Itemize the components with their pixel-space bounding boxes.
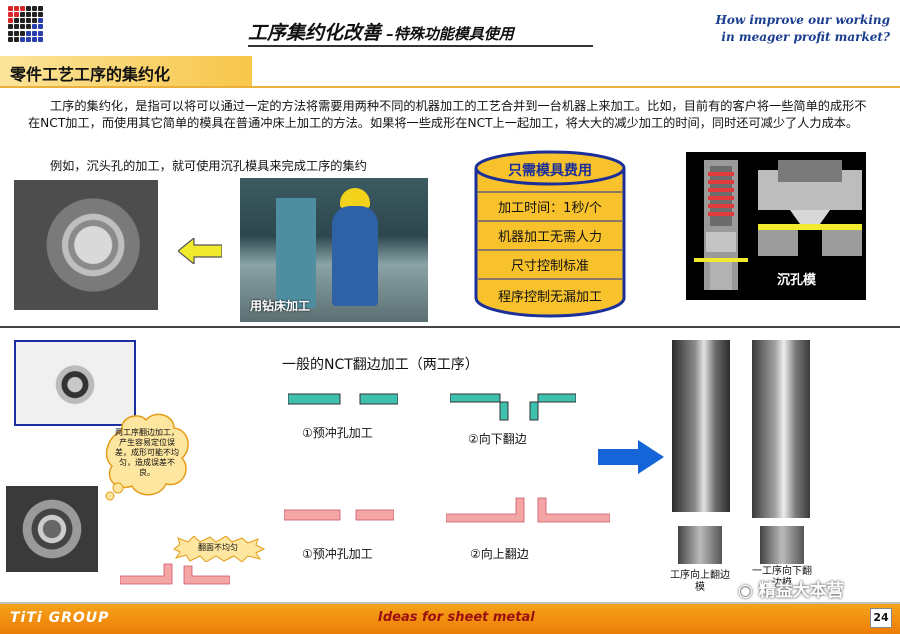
logo-cell: [20, 18, 25, 24]
cylinder-item: 程序控制无漏加工: [497, 290, 602, 305]
step-top-flange-down: ②向下翻边: [468, 432, 527, 446]
flange-down-profile: [450, 393, 576, 421]
worker-helmet: [340, 188, 370, 208]
logo-cell: [20, 6, 25, 11]
english-tagline-line1: How improve our working: [715, 13, 890, 27]
logo-cell: [26, 18, 31, 24]
wechat-icon: ◉: [738, 581, 753, 601]
cylinder-heading: 只需模具费用: [508, 163, 592, 179]
logo-cell: [38, 24, 43, 30]
page-title-main: 工序集约化改善: [248, 22, 382, 44]
logo-cell: [8, 24, 13, 30]
logo-cell: [20, 30, 25, 36]
logo-cell: [14, 36, 19, 42]
prepunch-profile-top: [288, 393, 398, 405]
logo-cell: [32, 36, 37, 42]
logo-cell: [8, 36, 13, 42]
logo-cell: [26, 30, 31, 36]
logo-cell: [38, 30, 43, 36]
flange-up-tool: [672, 340, 730, 512]
logo-cell: [38, 18, 43, 24]
mold-caption: 沉孔模: [776, 273, 816, 288]
logo-cell: [14, 24, 19, 30]
flange-up-profile: [446, 497, 610, 523]
section-heading: 零件工艺工序的集约化: [0, 56, 252, 88]
logo-cell: [38, 6, 43, 11]
intro-paragraph: 工序的集约化，是指可以将可以通过一定的方法将需要用两种不同的机器加工的工艺合并到…: [28, 99, 867, 130]
watermark: ◉ 精益大本营: [738, 576, 844, 601]
logo-cell: [14, 30, 19, 36]
cloud-shape: [105, 413, 189, 501]
logo-cell: [38, 12, 43, 18]
english-tagline-line2: in meager profit market?: [721, 30, 890, 44]
uneven-flange-photo: [6, 486, 98, 572]
logo-cell: [20, 36, 25, 42]
cost-cylinder: 只需模具费用 加工时间：1秒/个 机器加工无需人力 尺寸控制标准 程序控制无漏加…: [472, 150, 628, 318]
mold-drawing: [694, 160, 862, 290]
tool-label-left: 工序向上翻边模: [670, 570, 730, 593]
logo-cell: [14, 12, 19, 18]
footer-slogan: Ideas for sheet metal: [378, 610, 535, 625]
logo-cell: [32, 24, 37, 30]
logo-cell: [32, 30, 37, 36]
burst-shape: [173, 536, 266, 562]
logo-cell: [26, 24, 31, 30]
burst-text: 翻面不均匀: [198, 543, 238, 552]
cloud-text: 两工序翻边加工，产生容易定位误差，成形可能不均匀，造成误差不良。: [115, 428, 179, 477]
warning-burst: 翻面不均匀: [170, 536, 266, 562]
step-bottom-prepunch: ①预冲孔加工: [302, 547, 373, 561]
logo-cell: [26, 12, 31, 18]
countersunk-hole-photo: [14, 180, 158, 310]
english-tagline: How improve our working in meager profit…: [716, 12, 890, 46]
watermark-text: 精益大本营: [758, 581, 844, 601]
section-divider: [0, 86, 900, 88]
nct-process-title: 一般的NCT翻边加工（两工序）: [282, 357, 479, 373]
footer-brand: TiTi GROUP: [10, 610, 110, 626]
logo-cell: [8, 12, 13, 18]
example-text: 例如，沉头孔的加工，就可使用沉孔模具来完成工序的集约: [50, 159, 367, 173]
section-separator: [0, 326, 900, 328]
logo-cell: [26, 6, 31, 11]
drill-machine: [276, 198, 316, 308]
countersink-mold-diagram: 沉孔模: [686, 152, 866, 300]
title-underline: [248, 45, 593, 47]
cylinder-shape: [474, 150, 626, 318]
logo-cell: [20, 12, 25, 18]
footer-bar: TiTi GROUP Ideas for sheet metal 24: [0, 602, 900, 634]
flange-down-tool-small: [760, 526, 804, 564]
logo-cell: [38, 36, 43, 42]
thought-cloud: 两工序翻边加工，产生容易定位误差，成形可能不均匀，造成误差不良。: [102, 410, 192, 502]
logo-cell: [8, 30, 13, 36]
worker: [332, 206, 378, 306]
arrow-left-icon: [178, 238, 222, 264]
logo-cell: [32, 18, 37, 24]
flange-down-tool: [752, 340, 810, 518]
cylinder-item: 尺寸控制标准: [510, 259, 589, 274]
drill-photo-caption: 用钻床加工: [250, 299, 311, 313]
company-logo: [8, 6, 44, 42]
tool-label-right: 一工序向下翻边模: [752, 566, 812, 589]
step-top-prepunch: ①预冲孔加工: [302, 426, 373, 440]
logo-cell: [14, 6, 19, 11]
logo-cell: [32, 12, 37, 18]
step-bottom-flange-up: ②向上翻边: [470, 547, 529, 561]
page-title: 工序集约化改善 –特殊功能模具使用: [248, 18, 514, 45]
arrow-right-icon: [598, 440, 664, 474]
uneven-flange-profile: [120, 563, 230, 585]
cylinder-item: 加工时间：1秒/个: [498, 201, 602, 216]
section-heading-text: 零件工艺工序的集约化: [10, 65, 171, 84]
flanged-hole-photo: [14, 340, 136, 426]
prepunch-profile-bottom: [284, 509, 394, 521]
logo-cell: [32, 6, 37, 11]
logo-cell: [8, 6, 13, 11]
logo-cell: [20, 24, 25, 30]
drill-press-photo: 用钻床加工: [240, 178, 428, 322]
logo-cell: [14, 18, 19, 24]
flange-up-tool-small: [678, 526, 722, 564]
page-number: 24: [870, 608, 892, 628]
logo-cell: [8, 18, 13, 24]
logo-cell: [26, 36, 31, 42]
cylinder-item: 机器加工无需人力: [497, 230, 602, 245]
page-title-sub: –特殊功能模具使用: [381, 25, 514, 43]
